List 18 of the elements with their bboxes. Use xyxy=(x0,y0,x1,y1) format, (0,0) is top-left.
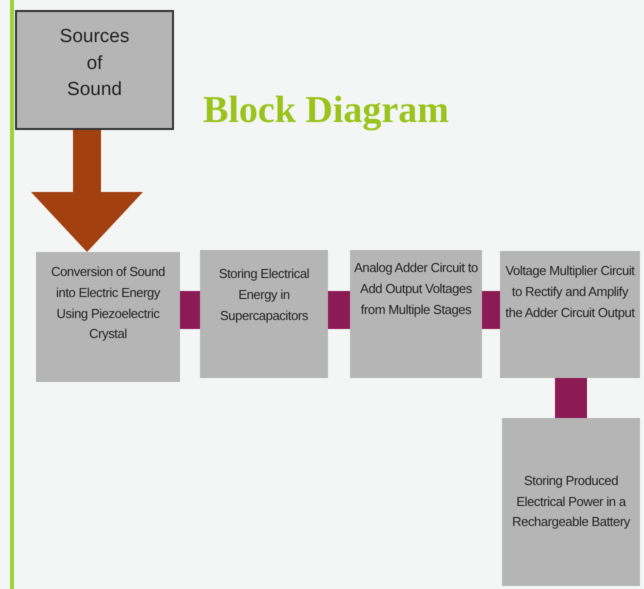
process-box xyxy=(350,250,482,378)
process-box xyxy=(36,252,180,382)
diagram-title: Block Diagram xyxy=(203,88,449,132)
process-box xyxy=(502,418,640,586)
box-label: Sources of Sound xyxy=(58,25,130,102)
connector-bar xyxy=(555,378,587,418)
box-label: Storing Produced Electrical Power in a Rechargeable Battery xyxy=(511,472,632,532)
box-label: Voltage Multiplier Circuit to Rectify and Amplify the Adder Circuit Output xyxy=(504,262,636,322)
box-label: Analog Adder Circuit to Add Output Voltages from Multiple Stages xyxy=(353,259,479,319)
process-box xyxy=(15,10,174,130)
box-label: Conversion of Sound into Electric Energy Using Piezoelectric Crystal xyxy=(50,263,166,344)
connector-bar xyxy=(482,291,500,329)
connector-bar xyxy=(328,291,350,329)
process-box xyxy=(500,251,640,378)
box-label: Storing Electrical Energy in Supercapacitors xyxy=(218,265,310,325)
connector-bar xyxy=(180,291,200,329)
block-arrow xyxy=(31,130,143,252)
process-box xyxy=(200,250,328,378)
